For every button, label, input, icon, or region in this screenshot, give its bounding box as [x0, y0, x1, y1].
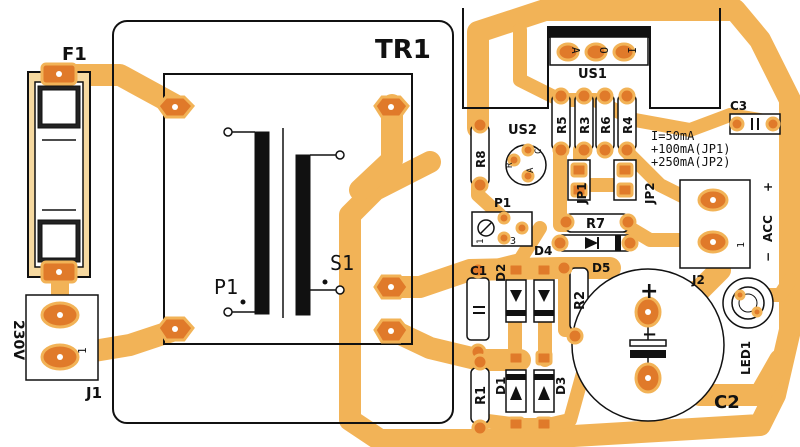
capacitor-c1 [466, 277, 490, 341]
diode-d3 [533, 369, 555, 413]
label-r5: R5 [555, 116, 569, 134]
diode-d1 [505, 369, 527, 413]
trace-reg-1 [513, 23, 767, 137]
label-j2: J2 [691, 273, 705, 287]
label-acc: ACC [761, 215, 775, 242]
label-us1-pin-a: A [569, 47, 582, 54]
label-us1-pin-o: O [597, 47, 610, 54]
label-c1: C1 [470, 264, 487, 278]
resistors-top [470, 94, 637, 186]
label-p1-pin1: 1 [476, 239, 486, 244]
label-p1: P1 [214, 275, 238, 299]
label-d1: D1 [494, 377, 508, 395]
silkscreen-labels: F1 TR1 P1 S1 J1 230V 1 US1 A O I US2 R A… [10, 35, 775, 413]
label-j1: J1 [85, 384, 102, 402]
label-jp2: JP2 [643, 182, 657, 205]
label-p1-pin3: 3 [510, 236, 516, 247]
fuse-f1 [27, 71, 91, 278]
label-r1: R1 [474, 386, 489, 405]
trace-tr-top [349, 94, 403, 201]
label-acc-minus: − [761, 252, 775, 262]
label-current-line-2: +100mA(JP1) [651, 142, 730, 156]
label-c3: C3 [730, 99, 747, 113]
label-r6: R6 [599, 116, 613, 134]
diode-d5 [561, 234, 629, 252]
label-j1-pin1: 1 [76, 347, 89, 354]
label-jp1: JP1 [575, 182, 589, 205]
label-c2-minus: − [642, 324, 657, 345]
label-d2: D2 [494, 264, 508, 282]
capacitor-c2 [571, 268, 725, 422]
diodes-bridge [505, 279, 555, 413]
label-us1: US1 [578, 67, 607, 82]
label-current-line-1: I=50mA [651, 129, 695, 143]
label-d4: D4 [534, 244, 552, 258]
label-d5: D5 [592, 261, 610, 275]
label-acc-plus: + [761, 182, 775, 192]
trace-top [339, 0, 800, 447]
label-r7: R7 [586, 217, 605, 232]
label-tr1: TR1 [375, 35, 431, 65]
label-us1-pin-i: I [625, 47, 638, 54]
transformer-tr1 [112, 20, 454, 424]
label-current-line-3: +250mA(JP2) [651, 155, 730, 169]
label-led1: LED1 [739, 341, 753, 375]
label-c2-plus: + [640, 279, 658, 304]
label-us2: US2 [508, 123, 537, 138]
label-d3: D3 [554, 377, 568, 395]
label-s1: S1 [330, 251, 354, 275]
trace-reg-6 [473, 221, 547, 277]
label-r2: R2 [573, 291, 588, 310]
label-p1-pot: P1 [494, 196, 511, 210]
label-f1: F1 [62, 44, 87, 65]
label-j2-pin1: 1 [736, 242, 747, 248]
label-r4: R4 [621, 116, 635, 134]
led-led1 [722, 277, 774, 329]
label-us2-pin-c: C [534, 149, 544, 154]
label-r8: R8 [474, 150, 488, 168]
diode-d2 [505, 279, 527, 323]
label-mains: 230V [10, 320, 26, 360]
drill-holes [56, 71, 716, 381]
diode-d4 [533, 279, 555, 323]
label-r3: R3 [578, 116, 592, 134]
label-us2-pin-r: R [505, 162, 515, 168]
label-us2-pin-a: A [526, 167, 536, 173]
label-c2: C2 [714, 392, 740, 413]
